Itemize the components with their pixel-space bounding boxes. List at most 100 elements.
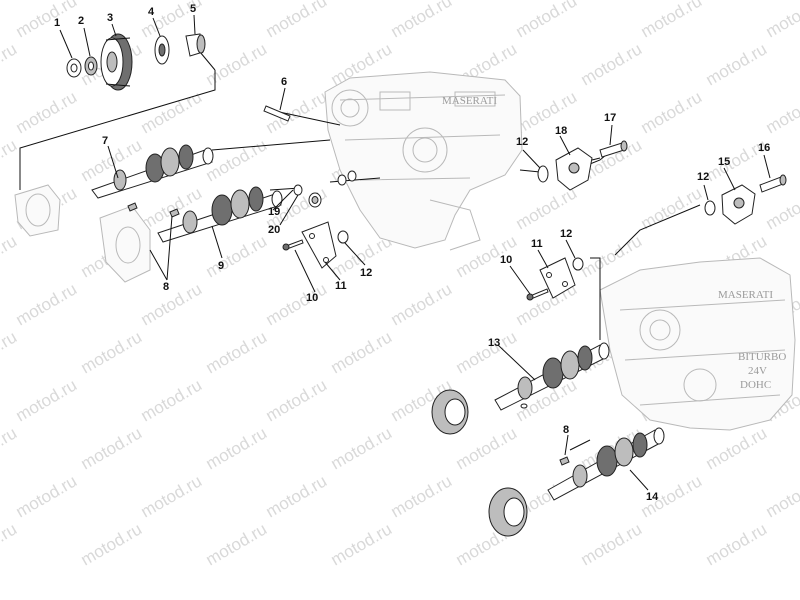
watermark-text: motod.ru — [263, 279, 331, 329]
watermark-text: motod.ru — [0, 423, 20, 473]
callout-12-mid: 12 — [560, 228, 572, 240]
housing-part-18 — [555, 147, 601, 191]
watermark-text: motod.ru — [0, 519, 20, 569]
watermark-text: motod.ru — [138, 279, 206, 329]
watermark-text: motod.ru — [203, 327, 271, 377]
callout-13: 13 — [488, 337, 500, 349]
watermark-text: motod.ru — [703, 39, 771, 89]
bolt-part-17 — [599, 140, 628, 158]
dowel-pin-part-6 — [263, 105, 291, 122]
watermark-text: motod.ru — [513, 87, 581, 137]
watermark-text: motod.ru — [638, 0, 706, 41]
callout-1: 1 — [54, 17, 60, 29]
watermark-text: motod.ru — [78, 423, 146, 473]
watermark-text: motod.ru — [763, 471, 800, 521]
housing-part-15 — [721, 184, 756, 225]
o-ring-part-12-left — [337, 230, 349, 244]
housing-lettering-mid2: 24V — [748, 365, 767, 377]
watermark-text: motod.ru — [0, 135, 20, 185]
watermark-text: motod.ru — [263, 471, 331, 521]
watermark-text: motod.ru — [513, 0, 581, 41]
watermark-text: motod.ru — [763, 87, 800, 137]
screw-part-10-left — [282, 239, 304, 251]
watermark-text: motod.ru — [0, 231, 20, 281]
camshaft-part-14 — [547, 427, 665, 501]
callout-10-left: 10 — [306, 292, 318, 304]
watermark-text: motod.ru — [13, 375, 81, 425]
watermark-text: motod.ru — [763, 183, 800, 233]
watermark-text: motod.ru — [328, 519, 396, 569]
watermark-text: motod.ru — [78, 327, 146, 377]
watermark-text: motod.ru — [578, 519, 646, 569]
callout-5: 5 — [190, 3, 196, 15]
watermark-text: motod.ru — [513, 183, 581, 233]
callout-7: 7 — [102, 135, 108, 147]
spacer-bush-part-5 — [185, 33, 206, 57]
callout-9: 9 — [218, 260, 224, 272]
watermark-text: motod.ru — [763, 0, 800, 41]
cover-plate-part-11-right — [539, 257, 576, 299]
callout-14: 14 — [646, 491, 659, 503]
camshaft-part-9 — [157, 186, 283, 243]
housing-lettering-bottom: DOHC — [740, 379, 771, 391]
o-ring-part-12-upper — [537, 165, 549, 183]
watermark-text: motod.ru — [328, 423, 396, 473]
housing-lettering: MASERATI — [442, 95, 497, 107]
pulley-disc-part-4 — [154, 35, 170, 65]
callout-leaders — [59, 14, 771, 491]
callout-11-right: 11 — [531, 238, 543, 250]
callout-12-left: 12 — [360, 267, 372, 279]
watermark-text: motod.ru — [13, 279, 81, 329]
watermark-text: motod.ru — [78, 519, 146, 569]
watermark-text: motod.ru — [13, 0, 81, 41]
woodruff-key-part-8-upper — [127, 202, 180, 218]
callout-labels: 1 2 3 4 5 6 7 8 9 10 11 12 19 20 12 18 1… — [54, 3, 770, 503]
callout-12-right: 12 — [697, 171, 709, 183]
callout-20: 20 — [268, 224, 280, 236]
callout-8-left: 8 — [163, 281, 169, 293]
watermark-text: motod.ru — [328, 327, 396, 377]
watermark-text: motod.ru — [203, 423, 271, 473]
callout-16: 16 — [758, 142, 770, 154]
screw-part-10-right — [526, 288, 549, 301]
callout-10-right: 10 — [500, 254, 512, 266]
woodruff-key-part-8-lower — [520, 403, 570, 466]
seal-ring-lower — [488, 487, 528, 537]
seal-ring-lower-upper — [431, 389, 469, 435]
rear-cylinder-head-housing: MASERATI BITURBO 24V DOHC — [599, 257, 796, 431]
plug-part-20 — [308, 192, 322, 208]
o-ring-part-12-mid — [572, 257, 584, 271]
housing-lettering-mid: BITURBO — [738, 351, 786, 363]
watermark-text: motod.ru — [453, 423, 521, 473]
watermark-text: motod.ru — [263, 0, 331, 41]
watermark-text: motod.ru — [13, 87, 81, 137]
watermark-text: motod.ru — [388, 471, 456, 521]
washer-part-2 — [84, 56, 98, 76]
bolt-part-16 — [759, 174, 787, 193]
watermark-text: motod.ru — [203, 519, 271, 569]
front-cover-flange — [14, 184, 61, 237]
cover-plate-part-11-left — [301, 221, 337, 269]
watermark-text: motod.ru — [138, 471, 206, 521]
watermark-text: motod.ru — [703, 519, 771, 569]
callout-3: 3 — [107, 12, 113, 24]
watermark-text: motod.ru — [388, 279, 456, 329]
callout-18: 18 — [555, 125, 567, 137]
watermark-text: motod.ru — [388, 0, 456, 41]
callout-15: 15 — [718, 156, 730, 168]
timing-pulley-part-3 — [100, 33, 133, 91]
callout-12-upper: 12 — [516, 136, 528, 148]
watermark-text: motod.ru — [0, 327, 20, 377]
camshaft-part-13 — [494, 342, 610, 411]
watermark-text: motod.ru — [578, 39, 646, 89]
watermark-text: motod.ru — [263, 375, 331, 425]
o-ring-part-19 — [293, 184, 303, 196]
callout-8-right: 8 — [563, 424, 569, 436]
callout-17: 17 — [604, 112, 616, 124]
callout-19: 19 — [268, 206, 280, 218]
watermark-text: motod.ru — [203, 231, 271, 281]
nut-part-1 — [66, 58, 82, 78]
watermark-text: motod.ru — [638, 183, 706, 233]
callout-4: 4 — [148, 6, 155, 18]
